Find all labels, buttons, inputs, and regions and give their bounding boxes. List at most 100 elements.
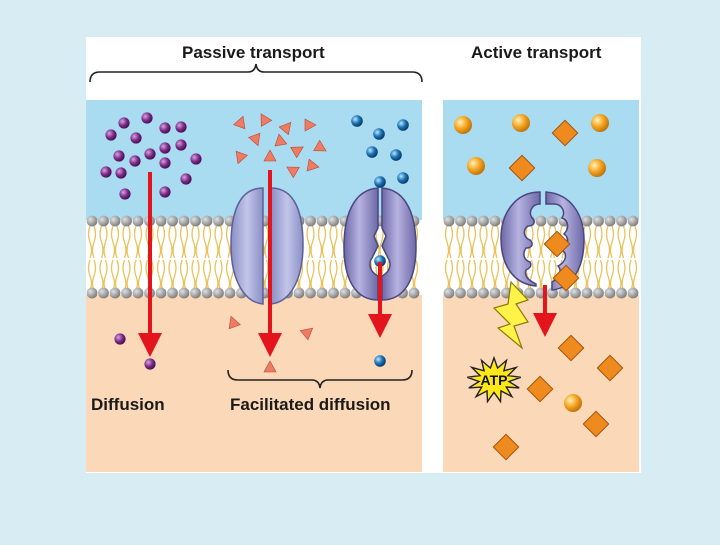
active-transport-title: Active transport [471, 43, 602, 62]
orange-sphere [454, 116, 472, 134]
diffusion-label: Diffusion [91, 395, 165, 414]
facilitated-brace [227, 369, 413, 389]
purple-solute [105, 129, 117, 141]
lipid-head [328, 215, 339, 227]
lipid-head [167, 287, 178, 299]
orange-diamond [552, 264, 580, 292]
lipid-head [190, 215, 201, 227]
blue-solute [397, 119, 409, 131]
lipid-head [121, 215, 132, 227]
orange-sphere [512, 114, 530, 132]
triangle-solute [260, 113, 273, 127]
lipid-head [489, 215, 501, 227]
lipid-head [339, 287, 351, 299]
purple-solute [129, 155, 141, 167]
orange-diamond [557, 334, 585, 362]
lipid-head [616, 215, 627, 227]
lipid-head [627, 287, 639, 299]
lipid-head [547, 215, 558, 227]
triangle-solute [235, 150, 248, 165]
atp-starburst: ATP [466, 355, 522, 404]
lipid-head [201, 215, 213, 227]
lipid-head [316, 287, 328, 299]
lipid-head [213, 215, 224, 227]
lipid-head [316, 215, 328, 227]
purple-solute [175, 139, 187, 151]
lipid-head [466, 215, 478, 227]
orange-sphere [564, 394, 582, 412]
lipid-head [109, 215, 121, 227]
purple-solute [159, 186, 171, 198]
triangle-solute [263, 360, 277, 373]
purple-solute [159, 122, 171, 134]
orange-diamond [543, 230, 571, 258]
lipid-head [109, 287, 121, 299]
lipid-head [98, 215, 109, 227]
lipid-head [132, 287, 144, 299]
orange-sphere [588, 159, 606, 177]
lipid-head [98, 287, 109, 299]
blue-solute [374, 355, 386, 367]
lipid-head [524, 287, 535, 299]
lipid-head [178, 215, 190, 227]
purple-solute [118, 117, 130, 129]
lipid-head [86, 215, 98, 227]
purple-solute [190, 153, 202, 165]
lipid-head [593, 215, 604, 227]
purple-solute [144, 148, 156, 160]
atp-label: ATP [481, 372, 508, 388]
facilitated-diffusion-label: Facilitated diffusion [230, 395, 391, 414]
lipid-head [627, 215, 639, 227]
transport-arrows [138, 170, 557, 357]
orange-diamond [582, 410, 610, 438]
triangle-solute [274, 133, 288, 147]
purple-solute [130, 132, 142, 144]
purple-solute [141, 112, 153, 124]
lipid-head [155, 215, 167, 227]
triangle-solute [228, 315, 241, 330]
carrier-protein [343, 187, 417, 301]
triangle-solute [286, 166, 300, 179]
orange-diamond [492, 433, 520, 461]
lipid-head [455, 215, 466, 227]
lipid-head [178, 287, 190, 299]
lipid-head [478, 287, 489, 299]
molecules-layer [100, 112, 624, 461]
lipid-head [305, 287, 316, 299]
triangle-solute [306, 158, 320, 172]
orange-diamond [508, 154, 536, 182]
lipid-head [213, 287, 224, 299]
lipid-head [466, 287, 478, 299]
purple-solute [180, 173, 192, 185]
lightning-bolt-icon [492, 280, 530, 350]
blue-solute [374, 255, 386, 267]
lipid-head [328, 287, 339, 299]
blue-solute [366, 146, 378, 158]
lipid-head [604, 287, 616, 299]
triangle-solute [304, 118, 317, 132]
blue-solute [397, 172, 409, 184]
purple-solute [113, 150, 125, 162]
lipid-head [293, 287, 305, 299]
purple-solute [114, 333, 126, 345]
passive-transport-title: Passive transport [182, 43, 325, 62]
passive-brace [89, 63, 423, 83]
lipid-head [443, 287, 455, 299]
purple-solute [119, 188, 131, 200]
lipid-head [570, 287, 581, 299]
purple-solute [175, 121, 187, 133]
lipid-head [581, 287, 593, 299]
lipid-head [593, 287, 604, 299]
lipid-head [121, 287, 132, 299]
lipid-head [190, 287, 201, 299]
triangle-solute [233, 115, 246, 130]
purple-solute [159, 142, 171, 154]
orange-sphere [467, 157, 485, 175]
cytoplasm-passive [86, 295, 422, 472]
lipid-head [132, 215, 144, 227]
lipid-head [478, 215, 489, 227]
orange-diamond [551, 119, 579, 147]
lipid-head [86, 287, 98, 299]
